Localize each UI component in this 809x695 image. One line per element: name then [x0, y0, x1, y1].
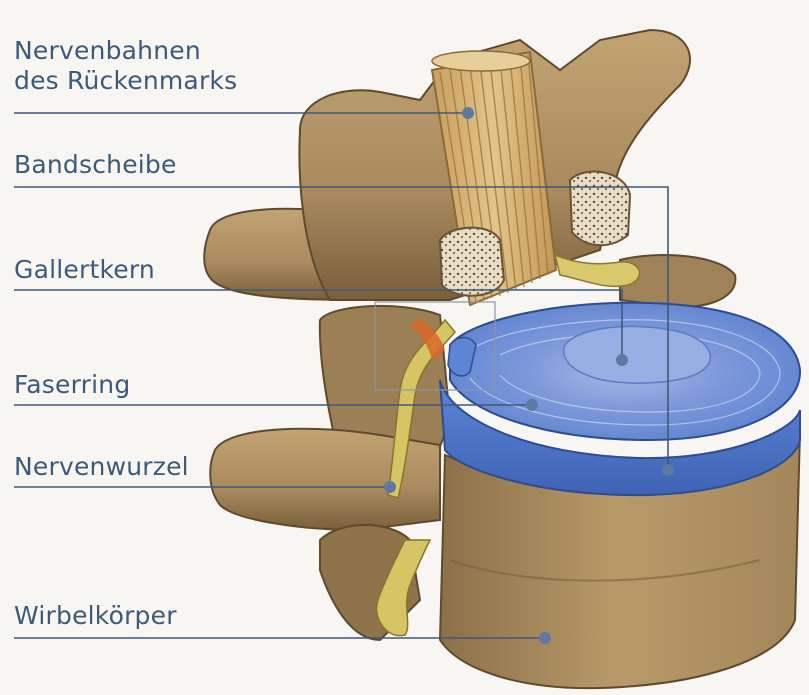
marker-bandscheibe	[662, 464, 674, 476]
label-nervenbahnen-line1: Nervenbahnen	[14, 36, 237, 66]
marker-gallertkern	[616, 354, 628, 366]
marker-wirbelkoerper	[539, 632, 551, 644]
label-wirbelkoerper: Wirbelkörper	[14, 601, 177, 631]
label-nervenwurzel: Nervenwurzel	[14, 452, 189, 482]
label-nervenbahnen-line2: des Rückenmarks	[14, 66, 237, 96]
marker-faserring	[526, 399, 538, 411]
label-faserring: Faserring	[14, 370, 130, 400]
label-gallertkern: Gallertkern	[14, 255, 155, 285]
marker-nervenwurzel	[384, 481, 396, 493]
label-nervenbahnen: Nervenbahnen des Rückenmarks	[14, 36, 237, 96]
label-bandscheibe: Bandscheibe	[14, 150, 177, 180]
marker-nervenbahnen	[462, 107, 474, 119]
